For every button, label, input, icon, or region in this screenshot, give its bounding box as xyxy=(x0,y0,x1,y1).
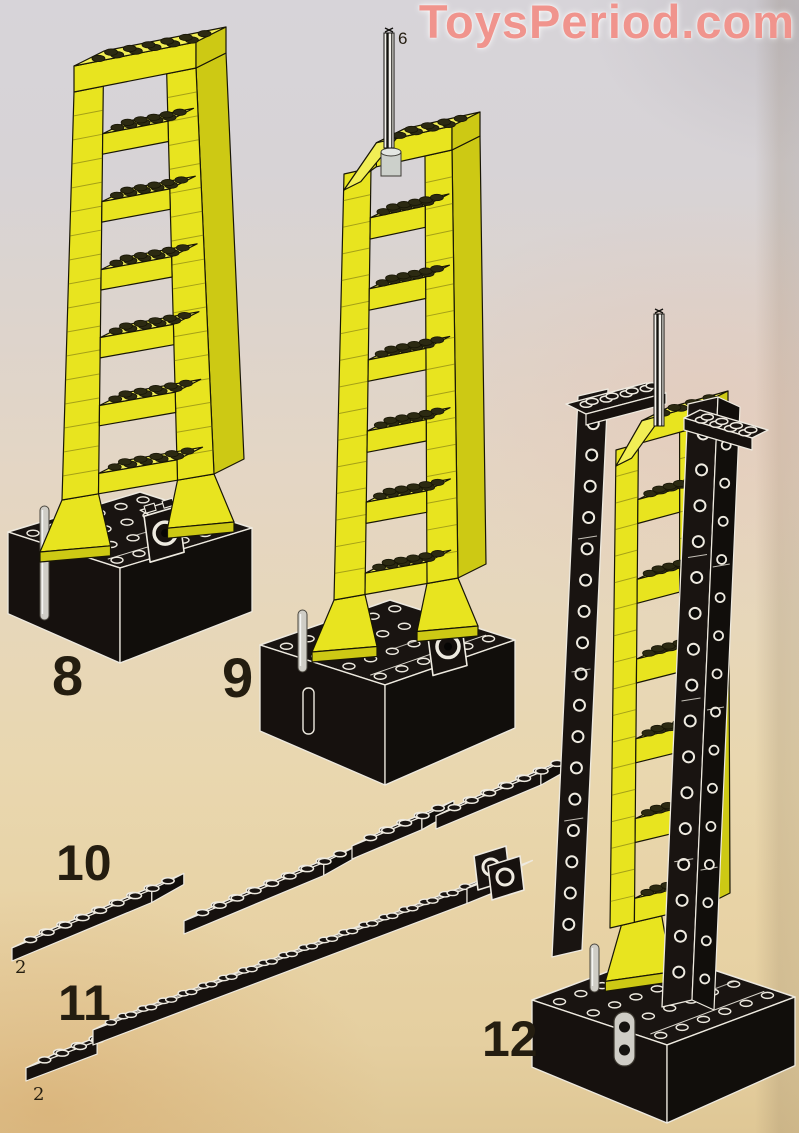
step-8-label: 8 xyxy=(52,644,84,707)
step-10-plate-3 xyxy=(351,800,455,860)
step-12-top-plate-right xyxy=(683,409,769,451)
step-10-plate-2 xyxy=(183,845,357,935)
step-12-girder-right xyxy=(661,396,741,1011)
step-12-top-plate-left xyxy=(565,381,667,426)
step-8-tower xyxy=(39,26,245,563)
step-9-tower xyxy=(311,27,487,663)
step-10-label: 10 xyxy=(56,835,112,891)
step-11-label: 11 xyxy=(58,975,111,1031)
mast-length-callout: 6 xyxy=(398,29,408,48)
step-12-girder-left xyxy=(551,388,609,958)
step-11-quantity: 2 xyxy=(33,1084,45,1105)
step-9-label: 9 xyxy=(222,646,254,709)
step-10-quantity: 2 xyxy=(15,957,27,978)
step-10-plate-4 xyxy=(435,755,574,830)
step-11-beam xyxy=(25,845,533,1082)
watermark: ToysPeriod.com xyxy=(418,0,795,48)
step-10-plate-1 xyxy=(11,872,185,962)
step-12-label: 12 xyxy=(482,1011,538,1067)
